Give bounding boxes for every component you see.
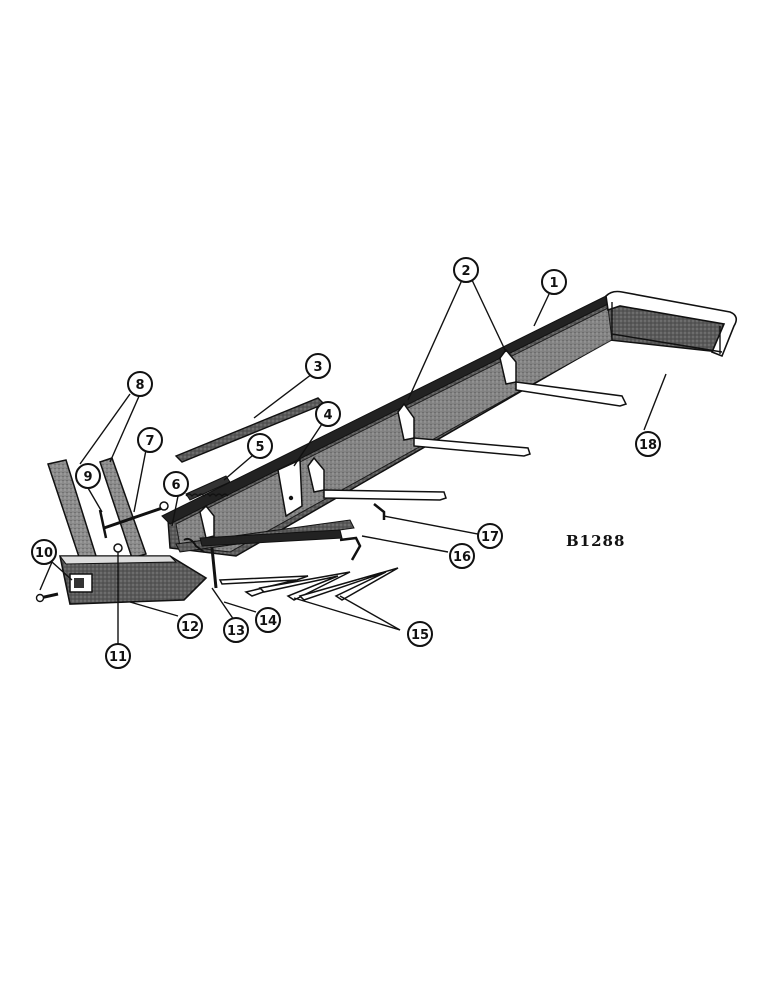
nut-11 [113,543,123,553]
trough-back-wall [161,295,613,525]
svg-text:18: 18 [639,438,657,453]
spring-coil-5 [185,493,229,497]
callout-13: 13 [223,617,249,643]
callout-5: 5 [247,433,273,459]
callout-16: 16 [449,543,475,569]
trough-brackets [199,348,628,539]
rod-17 [373,503,386,520]
bolt-9 [98,509,108,539]
figure-id: B1288 [566,532,625,550]
bracket-2 [397,402,415,441]
callout-12: 12 [177,613,203,639]
end-cross-rail [611,333,723,353]
callout-9: 9 [75,463,101,489]
svg-text:9: 9 [83,470,92,485]
svg-text:13: 13 [227,624,245,639]
end-frame-rail [605,290,738,358]
callout-3: 3 [305,353,331,379]
rod-16 [339,536,362,561]
callout-7: 7 [137,427,163,453]
callout-18: 18 [635,431,661,457]
callout-8: 8 [127,371,153,397]
rod-end-7 [159,501,169,511]
trough-assembly [161,290,738,557]
svg-text:16: 16 [453,550,471,565]
cross-rod-7 [103,504,169,530]
flight-slats [218,567,399,601]
drag-chain [199,529,343,547]
bracket-3-arm [323,489,447,501]
svg-text:12: 12 [181,620,199,635]
svg-text:17: 17 [481,530,499,545]
upright-right [99,457,147,559]
callout-11: 11 [105,643,131,669]
svg-text:7: 7 [145,434,154,449]
bracket-1-arm [515,381,628,407]
leader-lines [39,279,667,644]
svg-text:6: 6 [171,478,180,493]
callout-6: 6 [163,471,189,497]
svg-text:3: 3 [313,360,322,375]
shaft-13 [210,547,218,589]
svg-text:1: 1 [549,276,558,291]
svg-text:15: 15 [411,628,429,643]
bolt-10-head [35,593,45,603]
svg-text:2: 2 [461,264,470,279]
svg-text:11: 11 [109,650,127,665]
bracket-4 [199,504,215,539]
svg-text:4: 4 [323,408,332,423]
callout-15: 15 [407,621,433,647]
svg-text:5: 5 [255,440,264,455]
gusset-plate [277,458,303,518]
gusset-bolt [288,495,294,501]
svg-text:10: 10 [35,546,53,561]
underside-parts [175,503,386,589]
bracket-3 [307,456,325,493]
svg-text:8: 8 [135,378,144,393]
callout-1: 1 [541,269,567,295]
callout-4: 4 [315,401,341,427]
hopper-assembly [35,457,208,605]
latch-10-detail [74,578,84,588]
svg-text:14: 14 [259,614,277,629]
callout-10: 10 [31,539,57,565]
spring-bar-5 [185,475,231,501]
slat-3 [298,567,399,601]
callout-2: 2 [453,257,479,283]
callout-17: 17 [477,523,503,549]
bracket-2-arm [413,437,531,457]
shaft-14 [183,537,205,553]
callout-14: 14 [255,607,281,633]
slat-1 [218,575,309,597]
